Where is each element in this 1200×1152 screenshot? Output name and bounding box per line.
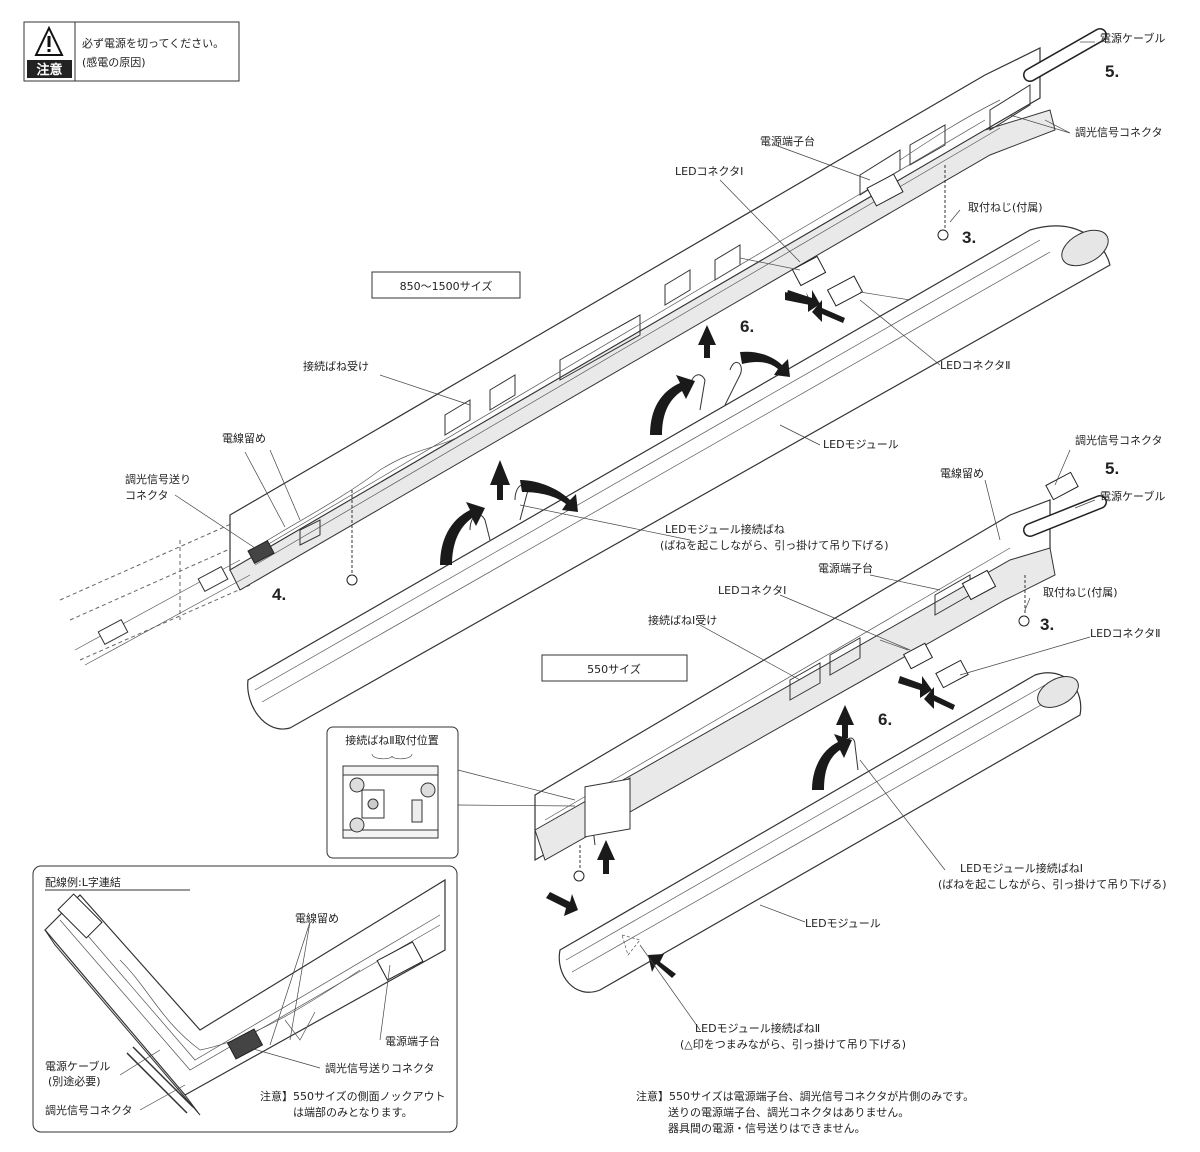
label-led-module-top: LEDモジュール: [823, 438, 899, 451]
caution-text-1: 必ず電源を切ってください。: [82, 36, 224, 50]
label-terminal-block-inset: 電源端子台: [385, 1034, 440, 1048]
screw-icon: [937, 165, 949, 241]
label-dimming-send-a: 調光信号送り: [125, 472, 191, 486]
label-screw-top: 取付ねじ(付属): [968, 201, 1043, 214]
wiring-example-inset: 配線例:L字連結: [32, 865, 458, 1133]
label-dimming-connector-top: 調光信号コネクタ: [1075, 125, 1163, 139]
screw-icon: [573, 845, 585, 882]
label-dimming-send-b: コネクタ: [125, 489, 169, 502]
label-led-connector-1-bottom: LEDコネクタⅠ: [718, 584, 786, 597]
step-3-bottom: 3.: [1040, 615, 1054, 634]
label-module-spring-1-b: (ばねを起こしながら、引っ掛けて吊り下げる): [938, 877, 1167, 891]
knockout-note-b: は端部のみとなります。: [293, 1105, 413, 1119]
large-led-module: [247, 225, 1111, 730]
note-line-3: 器具間の電源・信号送りはできません。: [668, 1121, 866, 1135]
screw-icon: [346, 490, 358, 586]
label-spring-receiver-1: 接続ばねⅠ受け: [648, 613, 717, 627]
step-6-top: 6.: [740, 317, 754, 336]
small-fixture: [534, 471, 1107, 882]
small-led-module: [558, 672, 1082, 993]
step-3-top: 3.: [962, 228, 976, 247]
label-wire-clip-top: 電線留め: [222, 431, 266, 445]
svg-text:接続ばねⅡ取付位置: 接続ばねⅡ取付位置: [345, 733, 438, 747]
step-5-bottom: 5.: [1105, 459, 1119, 478]
step-6-bottom: 6.: [878, 710, 892, 729]
large-fixture: [59, 28, 1107, 666]
svg-text:850〜1500サイズ: 850〜1500サイズ: [400, 279, 493, 293]
note-line-1: 注意】550サイズは電源端子台、調光信号コネクタが片側のみです。: [636, 1089, 974, 1103]
label-module-spring-a: LEDモジュール接続ばね: [665, 522, 785, 536]
screw-icon: [1018, 575, 1030, 627]
note-line-2: 送りの電源端子台、調光コネクタはありません。: [668, 1105, 909, 1119]
caution-badge: 注意: [36, 62, 62, 78]
label-spring-receiver: 接続ばね受け: [303, 359, 369, 373]
caution-box: 注意 必ず電源を切ってください。 (感電の原因): [23, 21, 240, 82]
caution-text-2: (感電の原因): [82, 56, 146, 69]
label-screw-bottom: 取付ねじ(付属): [1043, 586, 1118, 599]
label-led-module-bottom: LEDモジュール: [805, 917, 881, 930]
knockout-note-a: 注意】550サイズの側面ノックアウト: [260, 1089, 445, 1103]
label-led-connector-2-bottom: LEDコネクタⅡ: [1090, 627, 1161, 640]
warning-triangle-icon: [34, 25, 64, 56]
label-power-cable-inset-a: 電源ケーブル: [45, 1059, 110, 1073]
label-wire-clip-bottom: 電線留め: [940, 466, 984, 480]
large-arrows: [440, 290, 845, 565]
label-terminal-block-top: 電源端子台: [760, 134, 815, 148]
diagram-labels: 電源ケーブル 5. 調光信号コネクタ 電源端子台 LEDコネクタⅠ 取付ねじ(付…: [45, 31, 1167, 1135]
size-label-large: 850〜1500サイズ: [371, 271, 521, 299]
size-label-small: 550サイズ: [541, 654, 688, 682]
label-power-cable-top: 電源ケーブル: [1100, 31, 1165, 45]
label-module-spring-2-a: LEDモジュール接続ばねⅡ: [695, 1021, 820, 1035]
label-dimming-connector-bottom: 調光信号コネクタ: [1075, 433, 1163, 447]
leader-lines: [119, 41, 1096, 1111]
label-wire-clip-inset: 電線留め: [295, 911, 339, 925]
label-power-cable-bottom: 電源ケーブル: [1100, 489, 1165, 503]
label-dimming-connector-inset: 調光信号コネクタ: [45, 1103, 133, 1117]
step-4: 4.: [272, 585, 286, 604]
small-arrows: [546, 676, 955, 978]
label-led-connector-2-top: LEDコネクタⅡ: [940, 359, 1011, 372]
svg-text:550サイズ: 550サイズ: [587, 662, 641, 676]
label-module-spring-1-a: LEDモジュール接続ばねⅠ: [960, 861, 1083, 875]
svg-text:配線例:L字連結: 配線例:L字連結: [45, 875, 121, 889]
label-terminal-block-bottom: 電源端子台: [818, 561, 873, 575]
label-module-spring-2-b: (△印をつまみながら、引っ掛けて吊り下げる): [680, 1037, 906, 1051]
step-5-top: 5.: [1105, 62, 1119, 81]
label-power-cable-inset-b: (別途必要): [48, 1074, 101, 1088]
label-led-connector-1-top: LEDコネクタⅠ: [675, 165, 743, 178]
label-module-spring-b: (ばねを起こしながら、引っ掛けて吊り下げる): [660, 538, 889, 552]
label-dimming-send-inset: 調光信号送りコネクタ: [325, 1061, 435, 1075]
spring2-inset: 接続ばねⅡ取付位置: [326, 726, 576, 859]
